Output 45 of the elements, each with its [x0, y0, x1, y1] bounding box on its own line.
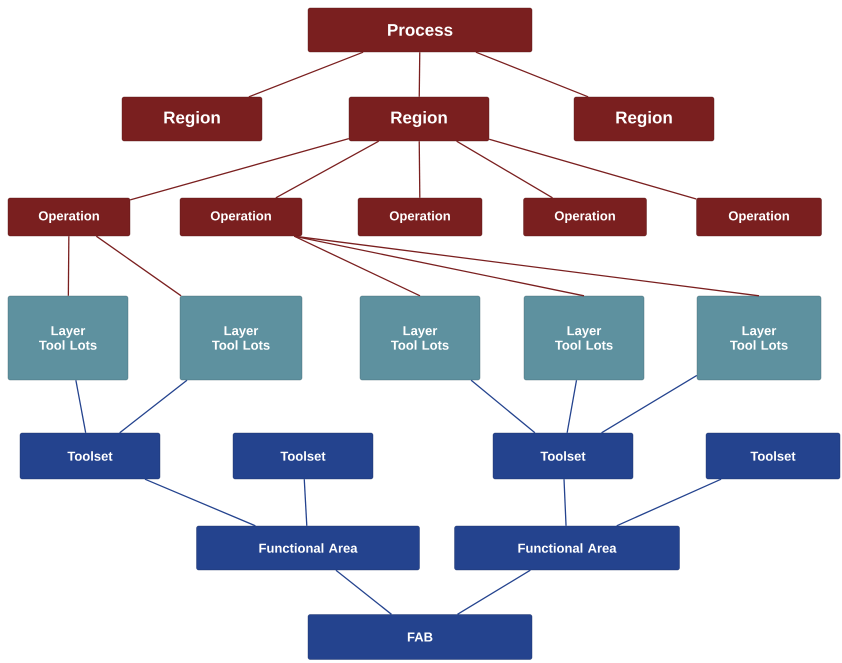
connector-line — [418, 52, 420, 97]
connector-line — [601, 374, 698, 434]
connector-line — [119, 380, 188, 434]
connector-line — [294, 236, 760, 296]
connector-line — [294, 236, 584, 296]
level-box: Operation — [8, 198, 130, 236]
level-box: Layer Tool Lots — [524, 296, 644, 380]
connector-line — [248, 52, 364, 98]
connector-line — [336, 570, 392, 615]
level-box: Region — [348, 96, 490, 142]
connector-line — [294, 236, 420, 296]
level-box: Toolset — [706, 432, 840, 480]
connector-line — [457, 570, 531, 615]
level-box: Process — [308, 8, 532, 52]
level-box: Layer Tool Lots — [696, 296, 822, 380]
connector-line — [75, 380, 86, 433]
connector-line — [616, 478, 722, 526]
level-box: Layer Tool Lots — [8, 296, 128, 380]
level-box: Functional Area — [454, 526, 680, 570]
connector-line — [489, 138, 696, 200]
connector-line — [96, 236, 182, 296]
connector-line — [563, 479, 567, 526]
level-box: Operation — [696, 198, 822, 236]
level-box: Toolset — [232, 432, 374, 480]
connector-line — [476, 52, 588, 98]
connector-line — [276, 140, 380, 198]
level-box: Layer Tool Lots — [180, 296, 302, 380]
connector-line — [304, 479, 308, 526]
connector-line — [144, 478, 256, 526]
level-box: Toolset — [20, 432, 160, 480]
level-box: Operation — [358, 198, 482, 236]
connector-line — [68, 236, 70, 296]
connector-line — [418, 141, 420, 198]
connector-line — [566, 380, 578, 433]
level-box: Region — [574, 96, 714, 142]
connector-line — [456, 140, 553, 198]
level-box: Functional Area — [196, 526, 420, 570]
level-box: Layer Tool Lots — [360, 296, 480, 380]
connector-line — [470, 380, 536, 434]
level-box: FAB — [308, 614, 532, 660]
level-box: Region — [122, 96, 262, 142]
level-box: Operation — [523, 198, 647, 236]
level-box: Toolset — [492, 432, 634, 480]
level-box: Operation — [180, 198, 302, 236]
connector-line — [130, 138, 349, 201]
